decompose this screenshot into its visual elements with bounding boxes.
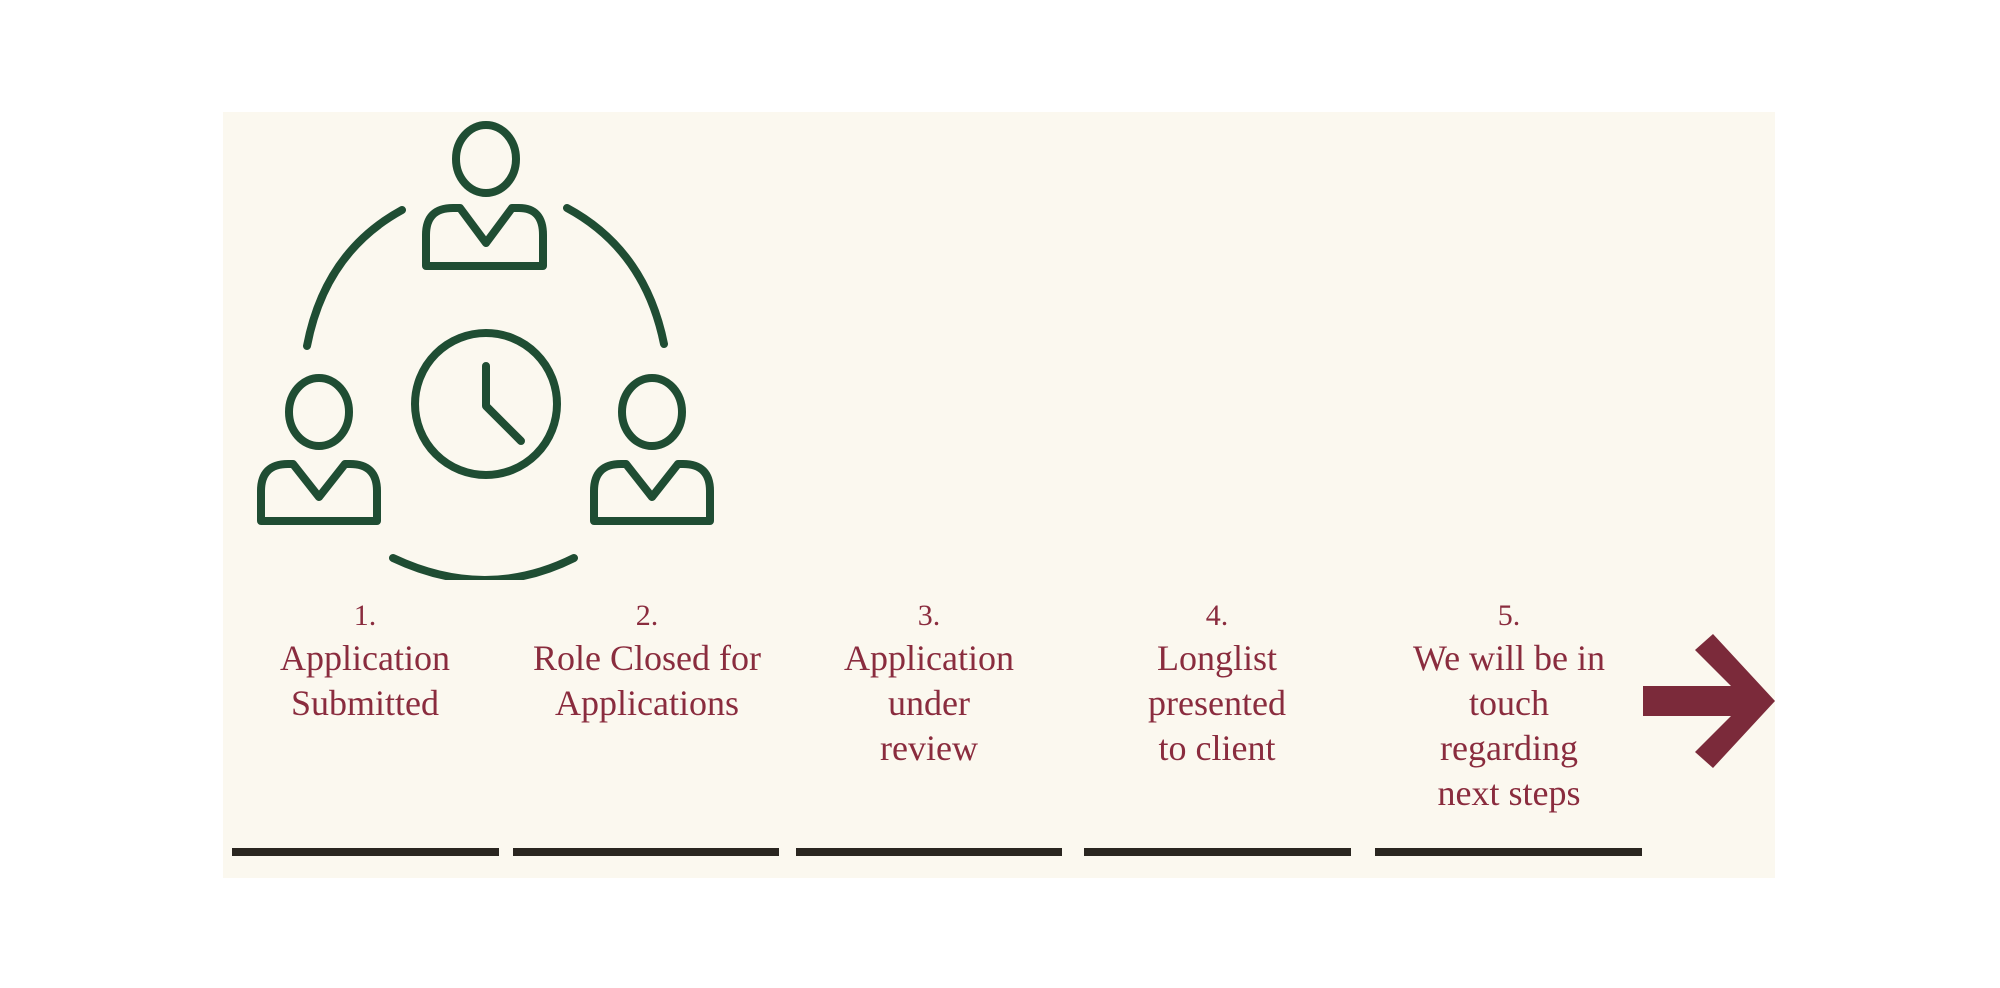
step-label-line: Applications: [555, 683, 739, 723]
step-label-line: Role Closed for: [533, 638, 761, 678]
step-label-line: Longlist: [1156, 638, 1277, 678]
arrow-right-icon: [1643, 634, 1775, 768]
step-label-line: Submitted: [290, 683, 439, 723]
team-clock-icon: [257, 121, 714, 580]
step-1-bar: [232, 848, 499, 856]
person-top-icon: [422, 121, 547, 270]
step-4: 4. Longlist presented to client: [1077, 596, 1357, 771]
step-5-bar: [1375, 848, 1642, 856]
step-label-line: next steps: [1437, 773, 1581, 813]
step-3-bar: [796, 848, 1062, 856]
step-2: 2. Role Closed for Applications: [507, 596, 787, 726]
step-5: 5. We will be in touch regarding next st…: [1369, 596, 1649, 816]
step-label-line: to client: [1158, 728, 1276, 768]
step-label-line: We will be in: [1412, 638, 1606, 678]
cycle-arc-right: [563, 204, 668, 348]
step-label-line: Application: [844, 638, 1014, 678]
step-number: 1.: [353, 599, 377, 632]
step-label-line: review: [880, 728, 978, 768]
step-number: 3.: [917, 599, 941, 632]
step-label-line: under: [888, 683, 970, 723]
step-label-line: regarding: [1440, 728, 1578, 768]
clock-icon: [411, 329, 561, 479]
cycle-arc-left: [303, 206, 406, 350]
step-label-line: touch: [1469, 683, 1549, 723]
step-label-line: Application: [280, 638, 450, 678]
step-number: 2.: [635, 599, 659, 632]
step-3: 3. Application under review: [789, 596, 1069, 771]
step-number: 5.: [1497, 599, 1521, 632]
cycle-arc-bottom: [389, 554, 578, 580]
step-1: 1. Application Submitted: [225, 596, 505, 726]
person-left-icon: [257, 374, 381, 525]
step-number: 4.: [1205, 599, 1229, 632]
step-label-line: presented: [1148, 683, 1286, 723]
person-right-icon: [590, 374, 714, 525]
step-4-bar: [1084, 848, 1351, 856]
step-2-bar: [513, 848, 779, 856]
